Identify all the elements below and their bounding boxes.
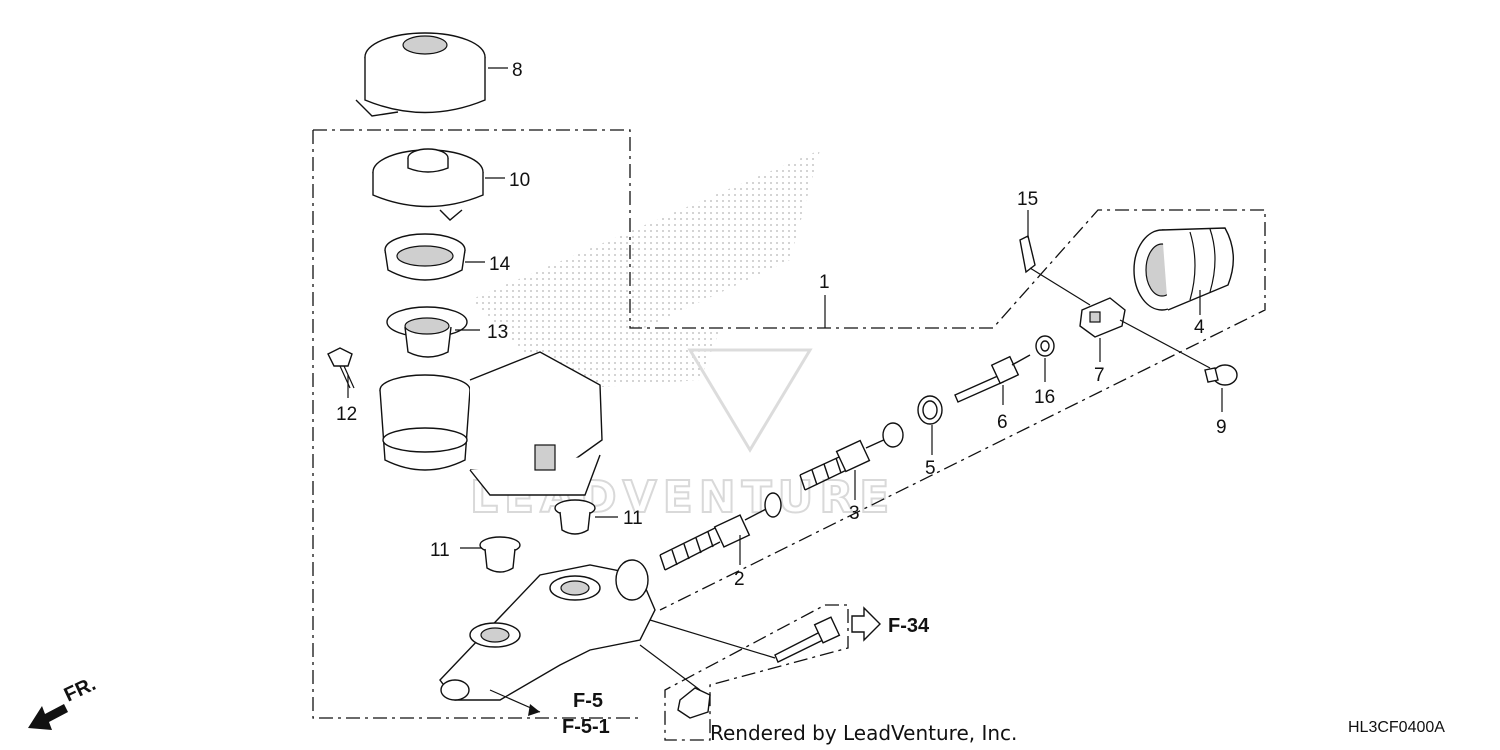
mounting-bolt xyxy=(774,616,841,663)
callout-10: 10 xyxy=(509,170,530,191)
callout-9: 9 xyxy=(1216,417,1227,438)
callout-7: 7 xyxy=(1094,365,1105,386)
callout-4: 4 xyxy=(1194,317,1205,338)
part-5-circlip xyxy=(917,395,943,425)
assembly-outline-bolt xyxy=(664,604,849,741)
part-4-boot xyxy=(1133,227,1234,311)
ref-f5: F-5 F-5-1 xyxy=(489,689,610,738)
part-15-bolt xyxy=(327,347,355,389)
arrow-icon xyxy=(528,704,540,716)
callout-8: 8 xyxy=(512,60,523,81)
callout-1: 1 xyxy=(819,272,830,293)
leader-lines xyxy=(347,67,1223,691)
assembly-outline-left xyxy=(312,129,1266,719)
part-11-grommet-upper xyxy=(554,499,596,535)
diagram-code: HL3CF0400A xyxy=(1348,719,1445,736)
callout-12: 13 xyxy=(487,322,508,343)
ref-f34-label: F-34 xyxy=(888,615,930,637)
callout-15: 12 xyxy=(336,404,357,425)
callout-11-lower: 11 xyxy=(430,540,450,561)
part-7-clevis xyxy=(1079,297,1126,338)
bottom-nut xyxy=(677,687,711,719)
callout-13: 14 xyxy=(489,254,511,275)
ref-f34: F-34 xyxy=(851,606,930,642)
part-3-piston xyxy=(799,422,904,491)
front-arrow-icon xyxy=(28,704,68,730)
reservoir-body xyxy=(379,351,603,496)
part-12-plate xyxy=(386,306,468,358)
callout-6: 6 xyxy=(997,412,1008,433)
front-direction-indicator: FR. xyxy=(28,673,99,730)
part-16-nut xyxy=(1035,335,1055,357)
callout-3: 3 xyxy=(849,503,860,524)
callout-5: 5 xyxy=(925,458,936,479)
part-2-piston xyxy=(659,492,782,571)
hollow-arrow-icon xyxy=(851,606,881,642)
ref-f51-label: F-5-1 xyxy=(562,716,610,738)
part-10-cap xyxy=(372,148,484,221)
part-6-pushrod xyxy=(954,354,1031,403)
callout-14: 15 xyxy=(1017,189,1038,210)
front-label: FR. xyxy=(61,673,99,707)
ref-f5-label: F-5 xyxy=(573,690,603,712)
rendered-by-text: Rendered by LeadVenture, Inc. xyxy=(710,721,1017,745)
callout-2: 2 xyxy=(734,569,745,590)
master-cylinder-body xyxy=(439,559,656,701)
callout-16: 16 xyxy=(1034,387,1055,408)
part-11-grommet-lower xyxy=(479,536,521,573)
callout-11-upper: 11 xyxy=(623,508,643,529)
part-14-cotter-pin xyxy=(1019,234,1036,274)
part-9-pin xyxy=(1204,364,1238,386)
part-13-diaphragm xyxy=(384,233,466,281)
part-8-cap-cover xyxy=(355,32,486,117)
